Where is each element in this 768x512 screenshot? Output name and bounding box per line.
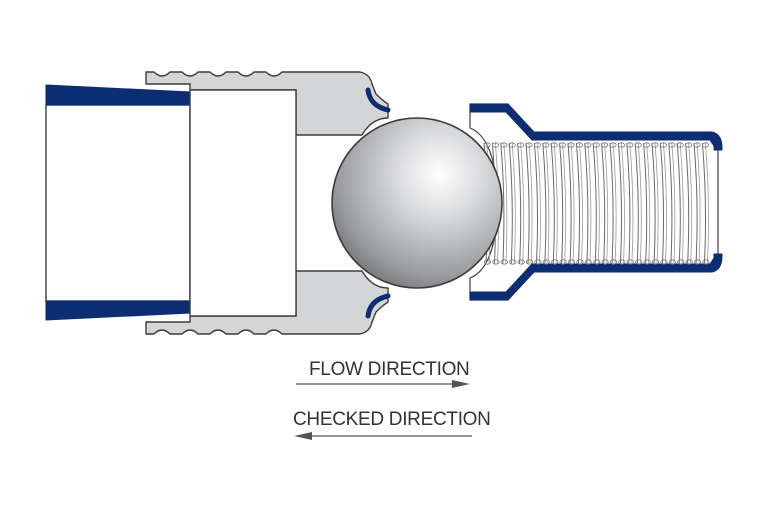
seat-lip-bottom: [365, 293, 391, 319]
inlet-pipe: [45, 84, 191, 321]
arrow-right-icon: [296, 380, 470, 388]
pipe-bore: [45, 104, 191, 302]
check-ball: [331, 117, 503, 289]
arrow-left-icon: [294, 432, 472, 440]
coil-spring: [483, 142, 710, 265]
valve-chamber: [189, 89, 297, 317]
valve-body: [145, 71, 391, 335]
pipe-wall-bottom: [45, 300, 191, 321]
valve-body-top: [145, 71, 389, 136]
pipe-wall-top: [45, 84, 191, 106]
checked-direction-label: CHECKED DIRECTION: [293, 409, 491, 430]
housing-wall-top: [469, 103, 723, 151]
seat-lip-top: [365, 87, 391, 113]
flow-direction-label: FLOW DIRECTION: [309, 359, 469, 380]
spring-housing: [469, 103, 723, 301]
valve-body-bottom: [145, 270, 389, 335]
